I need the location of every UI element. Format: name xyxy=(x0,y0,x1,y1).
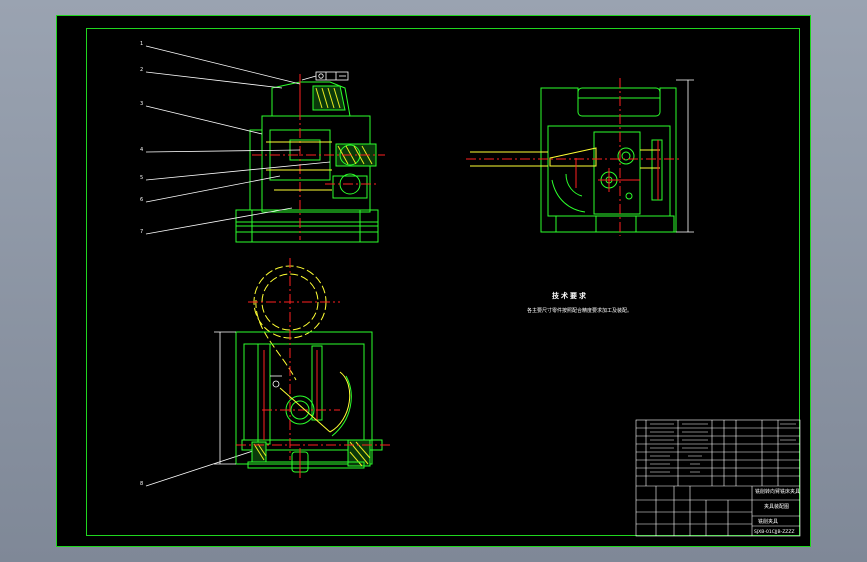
leader-number: 6 xyxy=(140,197,143,203)
title-block xyxy=(635,419,801,537)
leader-number: 8 xyxy=(140,481,143,487)
title-block-name: 铣削转向臂铣床夹具 xyxy=(755,488,800,495)
parts-list-marks xyxy=(650,423,796,473)
title-block-subtitle: 夹具装配图 xyxy=(764,503,789,510)
top-view-dimension xyxy=(214,331,282,465)
inner-frame xyxy=(86,28,800,536)
drawing-sheet xyxy=(56,15,811,547)
leader-number: 5 xyxy=(140,175,143,181)
front-view xyxy=(235,74,385,243)
tolerance-frame xyxy=(301,71,349,81)
top-view xyxy=(235,258,390,478)
requirements-title: 技术要求 xyxy=(552,291,588,300)
leader-number: 1 xyxy=(140,41,143,47)
title-block-code: SJXB-01CJJB-ZZZZ xyxy=(754,529,795,535)
leader-number: 4 xyxy=(140,147,143,153)
title-block-assembly: 铣削夹具 xyxy=(758,518,778,525)
leader-number: 2 xyxy=(140,67,143,73)
side-view xyxy=(466,78,680,236)
leader-number: 7 xyxy=(140,229,143,235)
outer-frame xyxy=(56,15,811,547)
front-view-leaders xyxy=(145,45,331,487)
leader-number: 3 xyxy=(140,101,143,107)
leader-number-labels: 1 2 3 4 5 6 7 8 xyxy=(140,41,143,487)
side-view-dimension xyxy=(676,79,694,233)
requirements-text: 各主要尺寸零件按照配合精度要求加工及装配。 xyxy=(527,307,632,314)
